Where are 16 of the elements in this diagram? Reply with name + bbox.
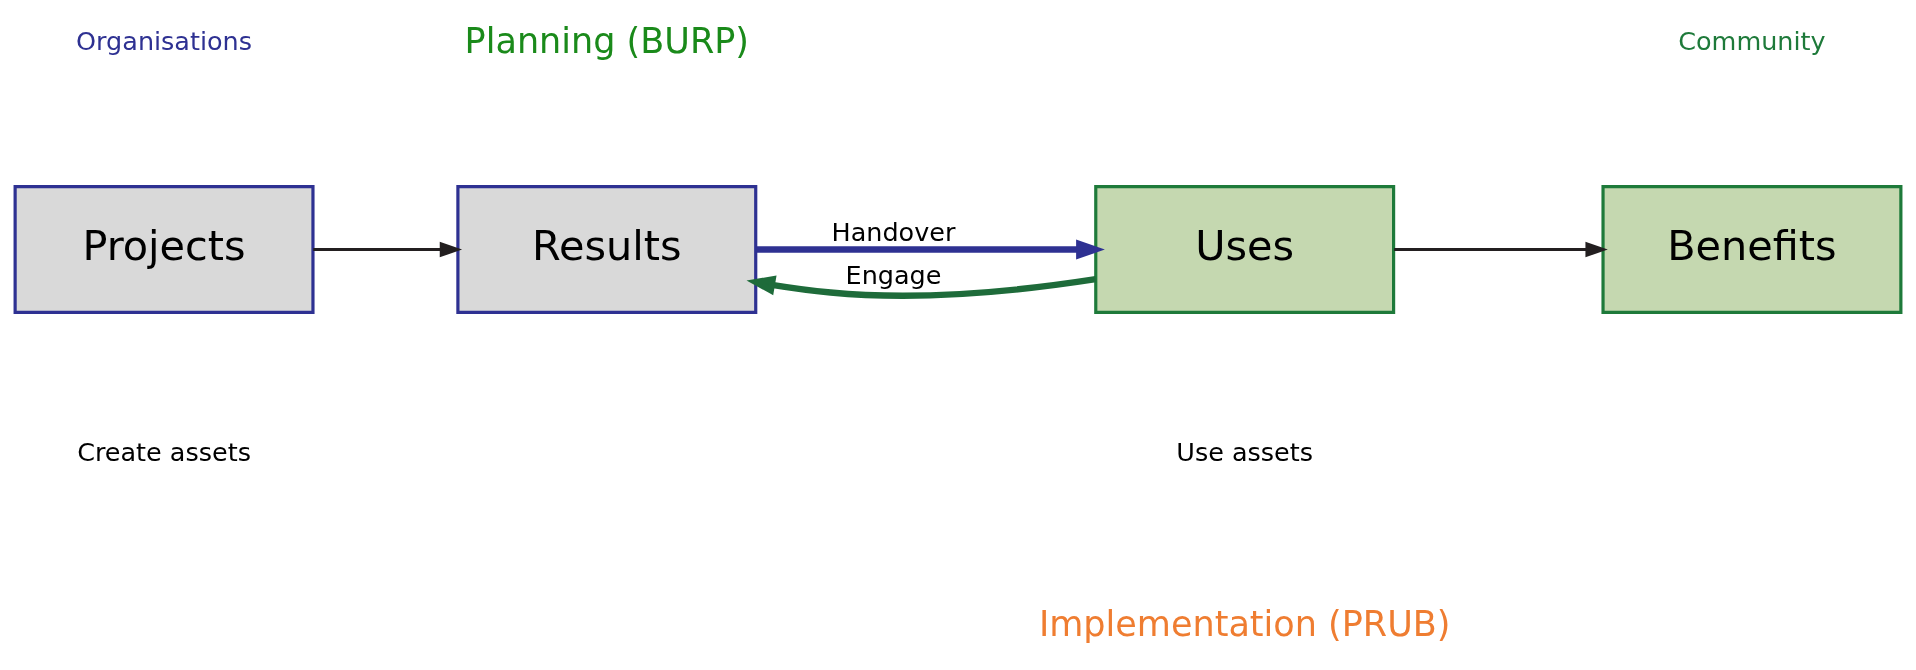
label: Use assets xyxy=(1176,436,1314,467)
node-box: Benefits xyxy=(1601,184,1903,314)
node-box: Uses xyxy=(1094,184,1396,314)
label: Planning (BURP) xyxy=(464,19,750,61)
label: Implementation (PRUB) xyxy=(1038,602,1451,644)
label: Community xyxy=(1678,25,1826,56)
edge-label: Engage xyxy=(845,259,942,290)
node-box: Results xyxy=(456,184,758,314)
label: Create assets xyxy=(77,436,251,467)
label: Organisations xyxy=(76,25,253,56)
arrow xyxy=(746,274,1097,299)
arrow xyxy=(1394,241,1608,257)
edge-label: Handover xyxy=(831,216,956,247)
arrow xyxy=(756,238,1105,260)
arrow xyxy=(313,241,463,257)
node-box: Projects xyxy=(13,184,315,314)
